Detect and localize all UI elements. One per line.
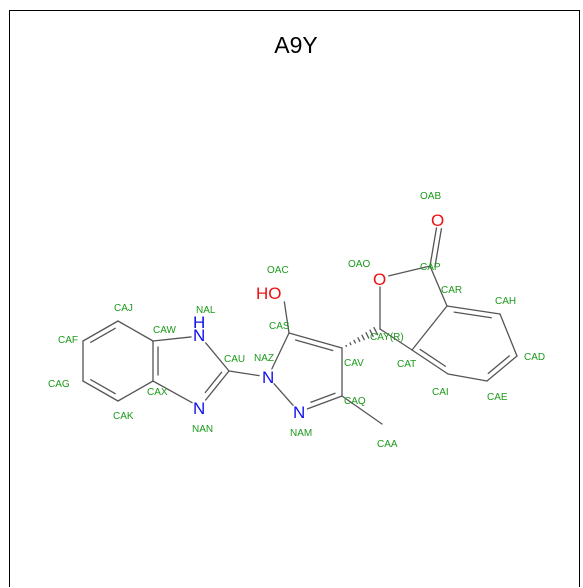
atom-layer: CAFCAJCAWCAXCAKCAGHNNALCAUNNANNNAZCASHOO… [48,191,545,450]
stereo-bond-hash [358,338,360,342]
bond-CAF-CAJ [83,321,118,341]
molecule-diagram: A9Y CAFCAJCAWCAXCAKCAGHNNALCAUNNANNNAZCA… [10,11,581,588]
bond-CAD-CAE [487,356,517,381]
bond-CAH-CAD [500,314,517,356]
atom-label-nan: NAN [192,424,213,435]
atom-symbol-nal: N [193,326,205,345]
atom-label-cay: CAY(R) [370,332,404,343]
atom-label-cai: CAI [432,387,449,398]
stereo-bond-hash [362,335,364,339]
atom-label-caw: CAW [153,325,177,336]
double-bond-CAK-CAG [91,380,116,394]
atom-label-caf: CAF [58,335,78,346]
atom-symbol-oac: HO [256,284,282,303]
bond-CAJ-CAW [118,321,153,341]
bond-CAQ-NAM [307,396,342,409]
atom-symbol-naz: N [262,368,274,387]
bond-CAE-CAI [448,374,487,381]
atom-label-cak: CAK [113,411,134,422]
atom-label-caa: CAA [377,439,398,450]
bond-CAU-NAN [206,371,229,400]
atom-label-car: CAR [441,285,462,296]
double-bond-CAS-CAV [296,340,333,351]
atom-label-cah: CAH [495,296,516,307]
atom-label-cax: CAX [147,387,168,398]
atom-label-cap: CAP [420,262,441,273]
atom-symbol-oab: O [431,211,444,230]
atom-label-nam: NAM [290,428,312,439]
stereo-bond-hash [366,333,369,338]
atom-label-cav: CAV [344,358,364,369]
double-bond-CAR-CAH [454,312,491,318]
atom-label-caq: CAQ [344,396,366,407]
atom-label-cau: CAU [224,354,245,365]
molecule-title: A9Y [274,32,317,58]
atom-label-caj: CAJ [114,303,133,314]
atom-label-cat: CAT [397,359,416,370]
bond-NAZ-CAS [272,333,289,369]
atom-symbol-nam: N [293,403,305,422]
double-bond-CAF-CAJ [91,328,116,342]
bond-CAR-CAT [412,306,447,350]
double-bond-CAQ-NAM [311,393,335,402]
bond-CAW-NAL [153,337,191,341]
stereo-bond-hash [350,343,351,345]
atom-symbol-nan: N [193,399,205,418]
atom-label-oab: OAB [420,191,441,202]
atom-label-cag: CAG [48,379,70,390]
bond-CAI-CAT [412,350,448,374]
atom-label-cas: CAS [269,321,290,332]
atom-symbol-oao: O [373,270,386,289]
stereo-bond-hash [354,340,355,343]
bond-CAU-NAZ [229,371,259,376]
atom-label-oao: OAO [348,259,370,270]
atom-label-cad: CAD [524,352,545,363]
atom-label-oac: OAC [267,265,289,276]
atom-label-naz: NAZ [254,353,274,364]
bond-CAK-CAG [83,381,118,401]
atom-label-cae: CAE [487,392,508,403]
bond-NAM-NAZ [274,384,293,406]
atom-label-nal: NAL [196,305,216,316]
